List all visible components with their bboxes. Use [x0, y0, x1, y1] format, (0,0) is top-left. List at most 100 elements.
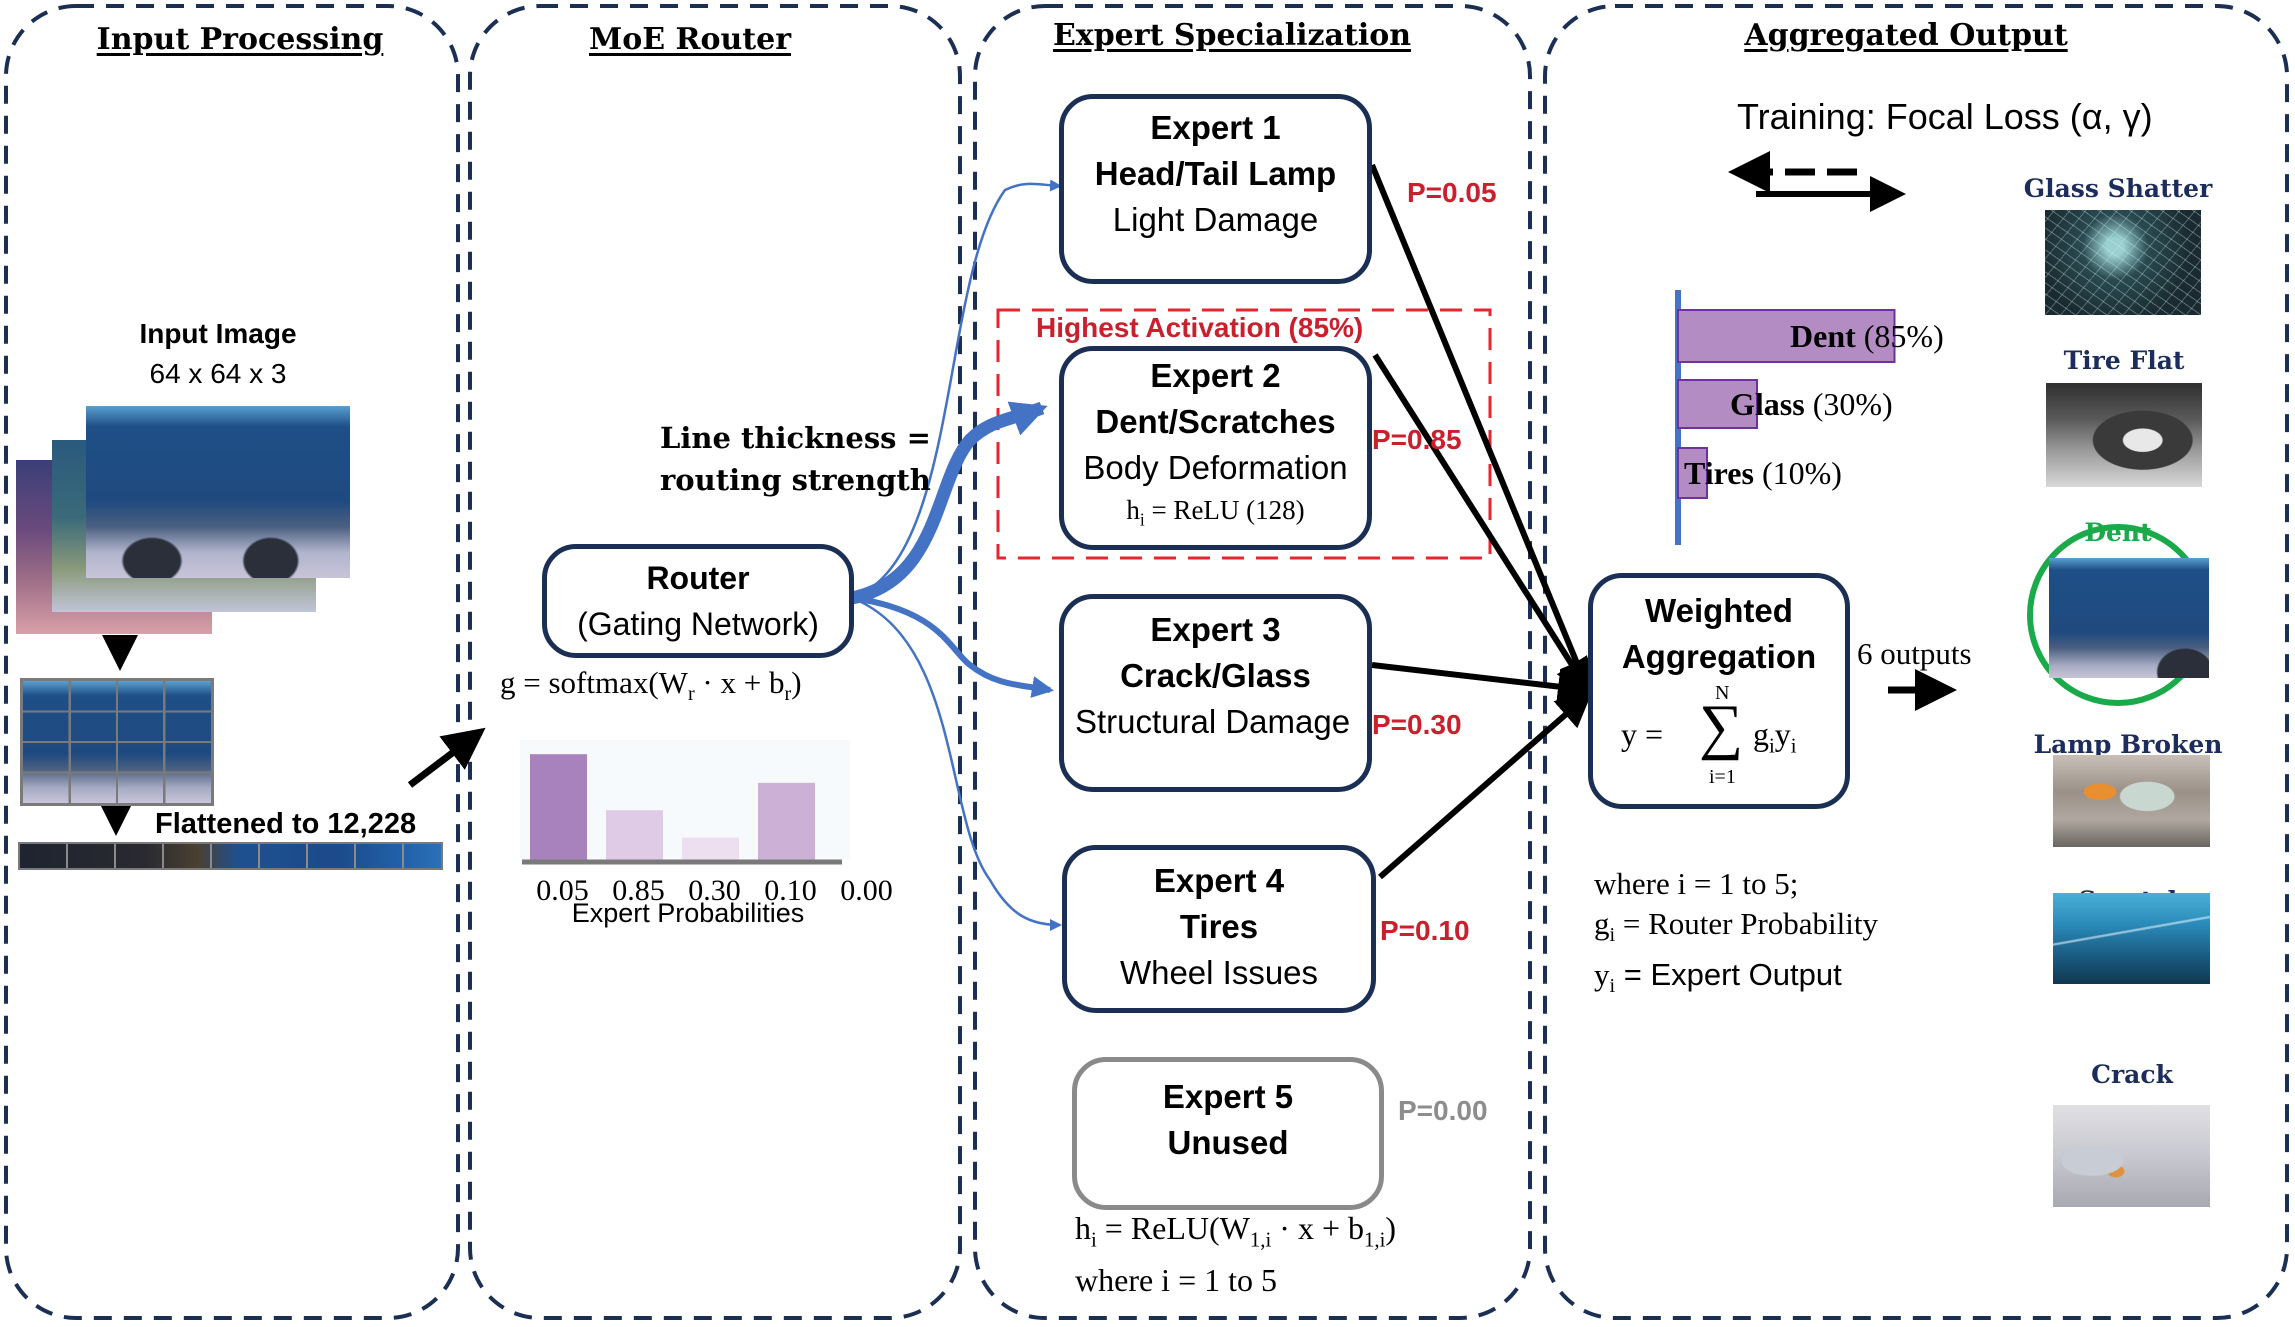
expert-2-box[interactable]: Expert 2 Dent/Scratches Body Deformation…: [1059, 346, 1372, 550]
prob-tick-label-5: 0.00: [840, 874, 893, 907]
agg-bar-label-glass: Glass (30%): [1730, 386, 1893, 422]
expert-2-formula-sub: i: [1139, 509, 1145, 530]
legend-y-symbol: y: [1594, 957, 1610, 993]
aggregation-legend: where i = 1 to 5; gi = Router Probabilit…: [1594, 864, 1878, 1006]
input-patch-grid: [20, 678, 214, 806]
legend-y: yi = Expert Output: [1594, 955, 1878, 1006]
panel-input-border: [4, 4, 460, 1320]
prob-bar-3: [682, 837, 739, 860]
aggregation-box[interactable]: Weighted Aggregation y = N ∑ i=1 giyi: [1588, 573, 1850, 809]
sum-symbol: ∑: [1699, 693, 1744, 761]
router-formula: g = softmax(Wr · x + br): [500, 665, 802, 706]
router-title: Router: [646, 560, 750, 596]
prob-tick-label-3: 0.30: [688, 874, 741, 907]
outputs-label: 6 outputs: [1857, 636, 1972, 671]
route-expert-1: [851, 179, 1062, 600]
aggregation-formula: y = N ∑ i=1 giyi: [1593, 680, 1845, 790]
router-formula-prefix: g = softmax(W: [500, 665, 688, 700]
sum-term-y-sub: i: [1790, 734, 1797, 758]
expert-1-box[interactable]: Expert 1 Head/Tail Lamp Light Damage: [1059, 94, 1372, 284]
class-image-glass-shatter: [2045, 210, 2201, 315]
class-image-dent: [2049, 558, 2209, 678]
expert-formula-h-sub: i: [1091, 1228, 1097, 1252]
expert-formula-w-sub: 1,i: [1249, 1228, 1272, 1252]
expert-4-box[interactable]: Expert 4 Tires Wheel Issues: [1062, 845, 1376, 1013]
router-formula-suffix: ): [791, 665, 802, 700]
aggregation-title-1: Weighted: [1645, 592, 1793, 629]
router-box[interactable]: Router (Gating Network): [542, 544, 854, 658]
class-image-tire-flat: [2046, 383, 2202, 487]
class-label-tire-flat: Tire Flat: [2063, 346, 2185, 375]
agg-bar-dent: [1677, 309, 1896, 363]
aggregation-bar-chart: Dent (85%) Glass (30%) Tires (10%): [1675, 290, 1944, 545]
panel-output-border: [1543, 4, 2289, 1320]
legend-g-symbol: g: [1594, 906, 1610, 941]
prob-tick-label-1: 0.05: [536, 874, 589, 907]
router-formula-sub-w: r: [687, 683, 695, 706]
prob-bar-4: [758, 782, 815, 860]
expert-1-specialty: Head/Tail Lamp: [1094, 155, 1337, 192]
link-expert-2-agg: [1372, 353, 1592, 696]
sum-term-g: g: [1753, 716, 1769, 752]
flatten-label: Flattened to 12,228: [155, 808, 417, 840]
expert-formula-b-sub: 1,i: [1363, 1228, 1386, 1252]
expert-5-title: Expert 5: [1162, 1078, 1294, 1115]
route-expert-2: [850, 401, 1048, 605]
legend-where: where i = 1 to 5;: [1594, 866, 1799, 901]
expert-3-specialty: Crack/Glass: [1120, 657, 1311, 694]
expert-2-title: Expert 2: [1150, 357, 1281, 394]
expert-2-desc: Body Deformation: [1083, 449, 1348, 486]
expert-probability-chart: 0.05 0.85 0.30 0.10 0.00: [520, 740, 893, 907]
expert-3-box[interactable]: Expert 3 Crack/Glass Structural Damage: [1059, 594, 1372, 792]
route-expert-4: [851, 596, 1062, 931]
expert-1-prob: P=0.05: [1407, 177, 1497, 208]
expert-2-specialty: Dent/Scratches: [1095, 403, 1336, 440]
class-label-lamp-broken: Lamp Broken: [2033, 730, 2223, 759]
sum-upper: N: [1715, 682, 1730, 704]
aggregation-title-2: Aggregation: [1621, 638, 1817, 675]
expert-formula-line1: hi = ReLU(W1,i · x + b1,i): [1075, 1208, 1396, 1260]
highlight-label: Highest Activation (85%): [1036, 312, 1364, 343]
routing-annotation-line1: Line thickness =: [660, 421, 931, 455]
expert-5-prob: P=0.00: [1398, 1095, 1488, 1126]
expert-4-prob: P=0.10: [1380, 915, 1470, 946]
input-channel-blue: [86, 406, 350, 578]
expert-formula: hi = ReLU(W1,i · x + b1,i) where i = 1 t…: [1075, 1208, 1396, 1300]
panel-experts-border: [973, 4, 1532, 1320]
class-label-crack: Crack: [2091, 1060, 2173, 1089]
prob-tick-label-2: 0.85: [612, 874, 665, 907]
legend-y-sub: i: [1609, 975, 1616, 998]
highlight-box: [996, 308, 1492, 560]
link-expert-4-agg: [1378, 691, 1593, 880]
expert-formula-mid: = ReLU(W: [1096, 1210, 1250, 1246]
expert-5-specialty: Unused: [1167, 1124, 1289, 1161]
expert-2-formula-rest: = ReLU (128): [1144, 495, 1305, 525]
expert-3-title: Expert 3: [1150, 611, 1281, 648]
prob-tick-label-4: 0.10: [764, 874, 817, 907]
legend-y-text: = Expert Output: [1615, 957, 1842, 993]
agg-bar-glass: [1677, 379, 1758, 429]
input-image-dims: 64 x 64 x 3: [149, 358, 287, 389]
link-expert-3-agg: [1371, 662, 1594, 705]
agg-bar-label-dent: Dent (85%): [1790, 318, 1944, 354]
class-label-glass-shatter: Glass Shatter: [2023, 174, 2213, 203]
training-label: Training: Focal Loss (α, γ): [1737, 96, 2153, 137]
expert-formula-where: where i = 1 to 5: [1075, 1262, 1277, 1299]
agg-bar-label-tires: Tires (10%): [1684, 455, 1842, 491]
expert-5-box[interactable]: Expert 5 Unused: [1072, 1057, 1384, 1210]
expert-4-desc: Wheel Issues: [1119, 954, 1319, 991]
panel-title-router: MoE Router: [588, 22, 792, 57]
legend-g-sub: i: [1609, 924, 1616, 947]
expert-4-specialty: Tires: [1179, 908, 1259, 945]
expert-formula-end: ): [1385, 1210, 1397, 1246]
class-label-dent: Dent: [2084, 518, 2152, 547]
prob-chart-xlabel: Expert Probabilities: [571, 898, 805, 928]
sum-lhs: y =: [1621, 716, 1664, 752]
agg-bar-tires: [1677, 447, 1708, 499]
expert-1-title: Expert 1: [1150, 109, 1281, 146]
panel-title-experts: Expert Specialization: [1052, 18, 1412, 53]
sum-term: giyi: [1753, 716, 1797, 758]
sum-term-y: y: [1774, 716, 1791, 752]
panel-router-border: [468, 4, 962, 1320]
